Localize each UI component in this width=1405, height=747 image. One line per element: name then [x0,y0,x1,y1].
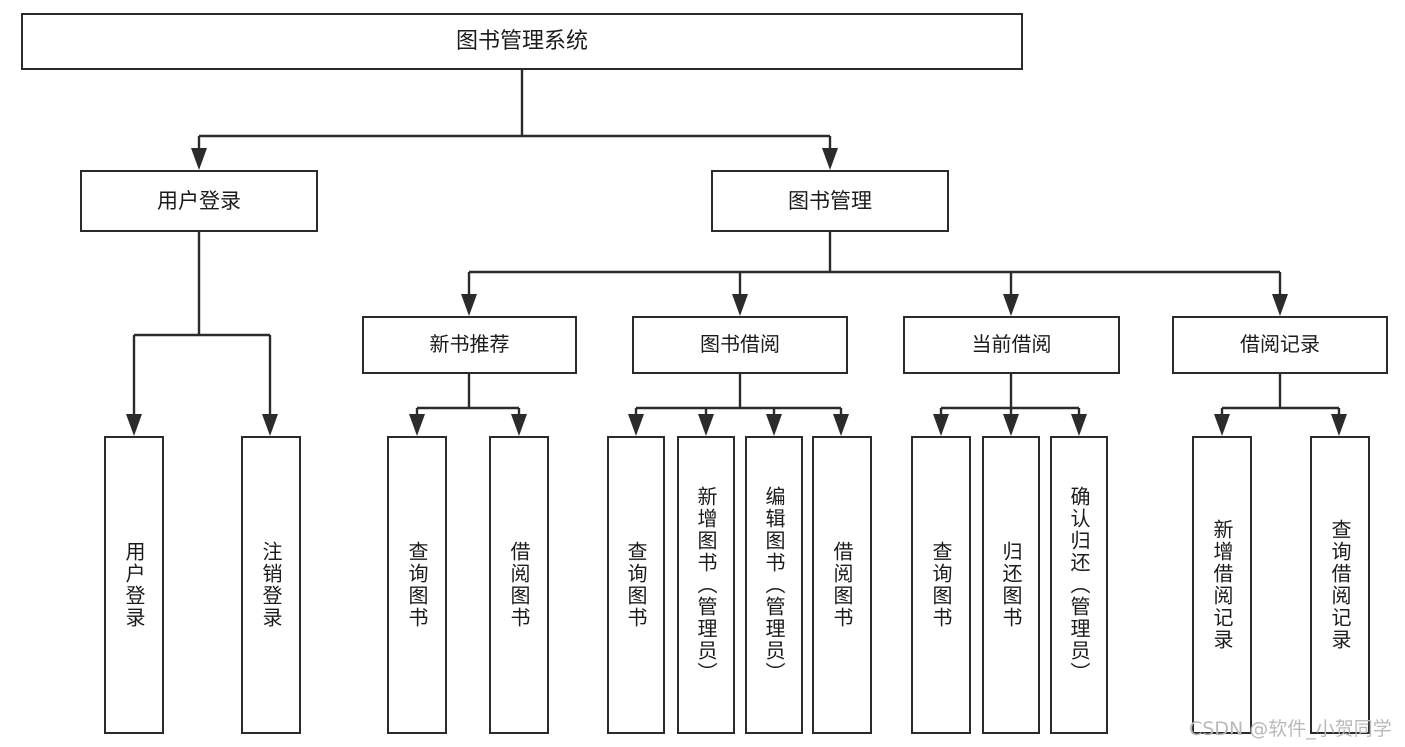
leaf-label: 用户登录 [122,541,146,629]
node-current-borrow[interactable]: 当前借阅 [903,316,1120,374]
leaf-label: 编辑图书（管理员） [762,486,786,684]
leaf-label: 归还图书 [999,541,1023,629]
leaf-user-login[interactable]: 用户登录 [104,436,164,734]
node-book-borrow[interactable]: 图书借阅 [632,316,848,374]
leaf-add-borrow-record[interactable]: 新增借阅记录 [1192,436,1252,734]
leaf-label: 借阅图书 [507,541,531,629]
leaf-query-book-current[interactable]: 查询图书 [911,436,971,734]
leaf-label: 新增借阅记录 [1210,519,1234,651]
node-new-book-recommend[interactable]: 新书推荐 [362,316,577,374]
leaf-confirm-return-admin[interactable]: 确认归还（管理员） [1050,436,1108,734]
leaf-query-book-borrow[interactable]: 查询图书 [607,436,665,734]
leaf-label: 注销登录 [259,541,283,629]
leaf-borrow-book-recommend[interactable]: 借阅图书 [489,436,549,734]
leaf-query-borrow-record[interactable]: 查询借阅记录 [1310,436,1370,734]
node-borrow-record[interactable]: 借阅记录 [1172,316,1388,374]
leaf-return-book[interactable]: 归还图书 [982,436,1040,734]
watermark: CSDN @软件_小贺同学 [1189,718,1392,740]
leaf-add-book-admin[interactable]: 新增图书（管理员） [677,436,735,734]
leaf-query-book-recommend[interactable]: 查询图书 [387,436,447,734]
node-user-login[interactable]: 用户登录 [80,170,318,232]
leaf-label: 确认归还（管理员） [1067,486,1091,684]
leaf-label: 查询图书 [624,541,648,629]
leaf-label: 查询借阅记录 [1328,519,1352,651]
leaf-label: 查询图书 [929,541,953,629]
node-book-management[interactable]: 图书管理 [711,170,949,232]
leaf-label: 借阅图书 [830,541,854,629]
leaf-borrow-book[interactable]: 借阅图书 [812,436,872,734]
leaf-logout-login[interactable]: 注销登录 [241,436,301,734]
node-root-book-management-system[interactable]: 图书管理系统 [21,13,1023,70]
leaf-label: 新增图书（管理员） [694,486,718,684]
leaf-label: 查询图书 [405,541,429,629]
leaf-edit-book-admin[interactable]: 编辑图书（管理员） [745,436,803,734]
